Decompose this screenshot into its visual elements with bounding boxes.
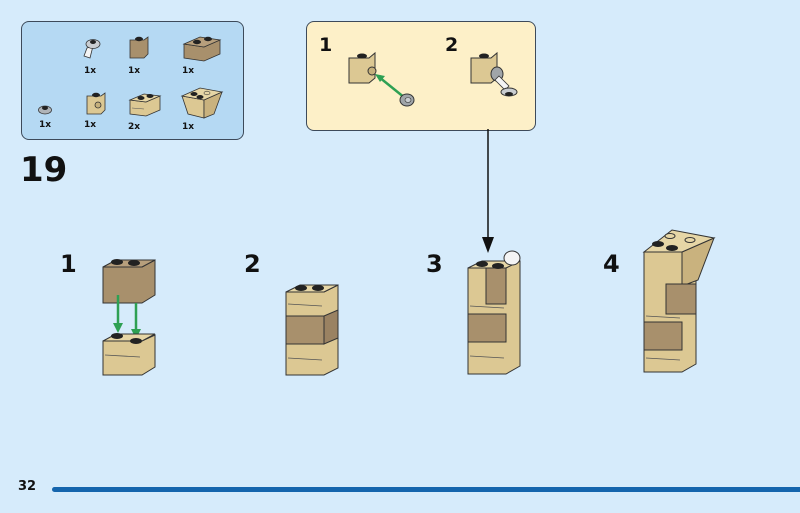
sub-assembly-panel: 1 2: [306, 21, 536, 131]
callout-arrow: [482, 129, 494, 253]
inverted-slope-icon: [180, 87, 224, 119]
main-step-label: 1: [60, 250, 77, 278]
part-qty: 1x: [84, 66, 97, 76]
brick-1x2-icon: [182, 36, 222, 62]
part-qty: 1x: [84, 120, 97, 130]
main-step-label: 4: [603, 250, 620, 278]
main-step-2-illustration: [285, 284, 339, 376]
progress-bar: [52, 487, 800, 492]
main-step-3-illustration: [467, 250, 521, 375]
brick-side-stud-icon: [86, 92, 106, 115]
main-step-label: 2: [244, 250, 261, 278]
sub-step-1-illustration: [348, 51, 415, 107]
step-number: 19: [20, 150, 68, 190]
main-step-4-illustration: [642, 229, 716, 373]
part-qty: 1x: [39, 120, 52, 130]
brick-1x1-icon: [129, 36, 149, 59]
sub-step-number: 1: [319, 34, 333, 56]
part-qty: 1x: [128, 66, 141, 76]
page-number: 32: [18, 479, 37, 494]
sub-step-number: 2: [445, 34, 459, 56]
sub-step-2-illustration: [470, 51, 518, 97]
round-plate-with-clip-icon: [83, 39, 101, 59]
masonry-brick-icon: [128, 93, 162, 117]
part-qty: 1x: [182, 122, 195, 132]
round-plate-1x1-icon: [38, 105, 52, 115]
main-step-1-illustration: [102, 259, 156, 376]
part-qty: 2x: [128, 122, 141, 132]
parts-list-panel: 1x 1x 1x 1x 1x 2x 1x: [21, 21, 244, 140]
main-step-label: 3: [426, 250, 443, 278]
part-qty: 1x: [182, 66, 195, 76]
